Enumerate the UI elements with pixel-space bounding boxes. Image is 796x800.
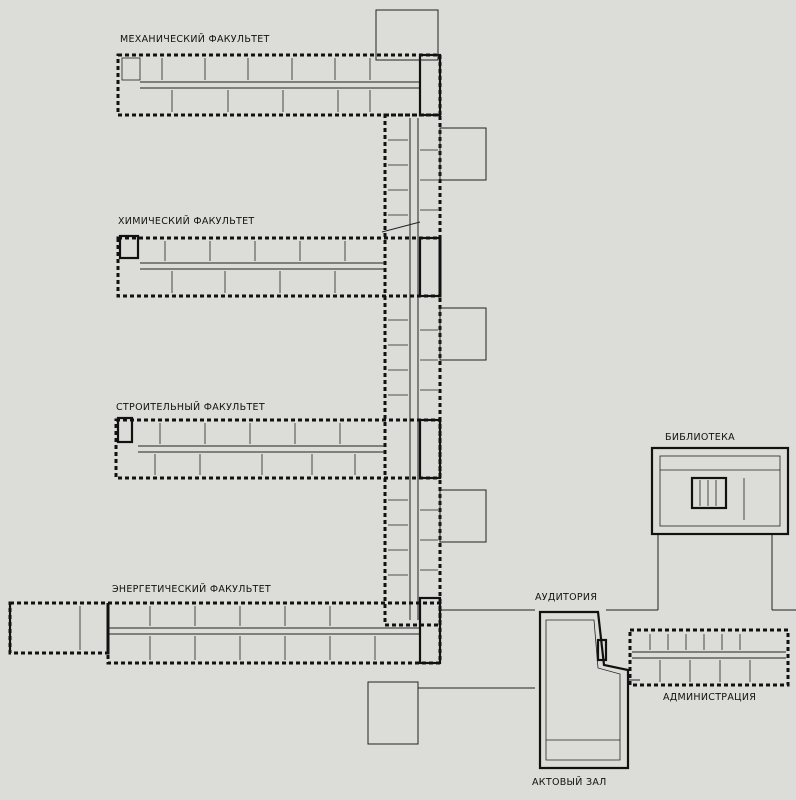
label-energy-faculty: ЭНЕРГЕТИЧЕСКИЙ ФАКУЛЬТЕТ bbox=[112, 583, 271, 595]
assembly-hall-building bbox=[538, 610, 640, 770]
library-building bbox=[650, 446, 790, 536]
chemical-wing bbox=[116, 234, 442, 298]
construction-wing bbox=[114, 416, 442, 480]
label-assembly-hall: АКТОВЫЙ ЗАЛ bbox=[532, 776, 607, 788]
label-auditorium: АУДИТОРИЯ bbox=[535, 592, 597, 603]
label-chemical-faculty: ХИМИЧЕСКИЙ ФАКУЛЬТЕТ bbox=[118, 215, 255, 227]
main-corridor-spine bbox=[381, 113, 487, 627]
connector-lines bbox=[440, 535, 796, 611]
label-construction-faculty: СТРОИТЕЛЬНЫЙ ФАКУЛЬТЕТ bbox=[116, 401, 265, 413]
label-library: БИБЛИОТЕКА bbox=[665, 432, 735, 443]
label-administration: АДМИНИСТРАЦИЯ bbox=[663, 692, 756, 703]
energy-wing bbox=[8, 596, 535, 745]
administration-building bbox=[628, 628, 790, 687]
label-mechanical-faculty: МЕХАНИЧЕСКИЙ ФАКУЛЬТЕТ bbox=[120, 33, 270, 45]
